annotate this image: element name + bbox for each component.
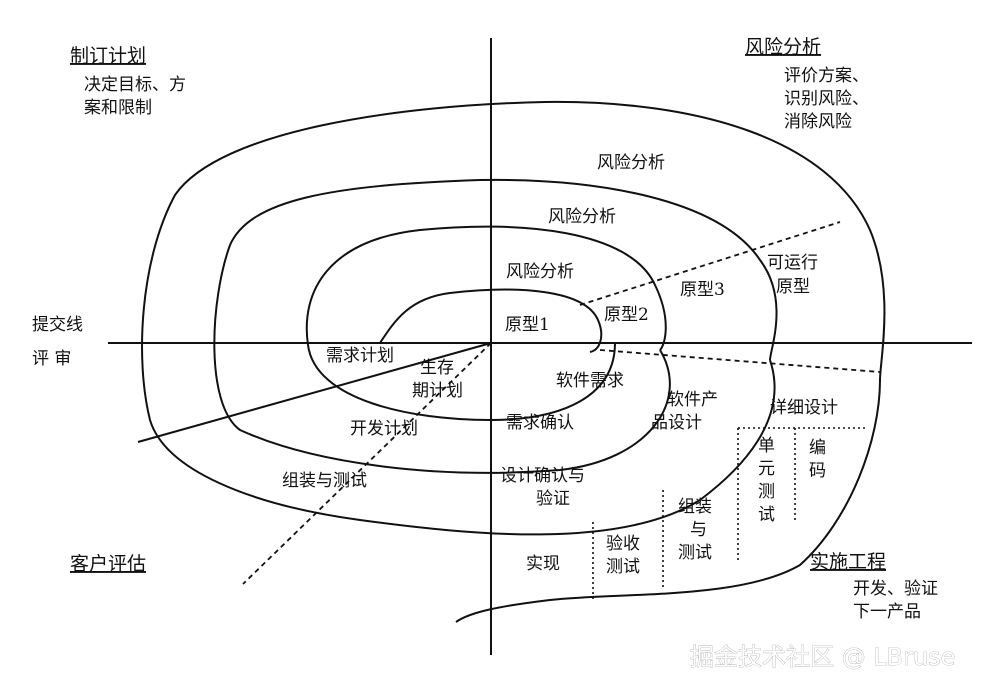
engineering-desc-2: 下一产品: [853, 602, 921, 622]
risk-loop-label-middle: 风险分析: [548, 207, 616, 227]
requirements-plan-label: 需求计划: [326, 346, 394, 366]
design-verify-label-1: 设计确认与: [500, 466, 585, 486]
unit-test-label-2: 元: [758, 459, 775, 479]
lifecycle-plan-label-1: 生存: [420, 358, 454, 378]
risk-desc-3: 消除风险: [784, 112, 852, 132]
risk-loop-label-inner: 风险分析: [506, 262, 574, 282]
engineering-desc-1: 开发、验证: [853, 579, 938, 599]
risk-title: 风险分析: [745, 36, 821, 58]
risk-loop-label-outer: 风险分析: [597, 153, 665, 173]
unit-test-label-1: 单: [758, 436, 775, 456]
coding-label-1: 编: [809, 438, 826, 458]
runnable-prototype-label-1: 可运行: [767, 253, 818, 273]
runnable-prototype-label-2: 原型: [776, 277, 810, 297]
requirements-confirm-label: 需求确认: [506, 413, 574, 433]
prototype-1-label: 原型1: [505, 315, 550, 335]
design-verify-label-2: 验证: [536, 489, 570, 509]
unit-test-label-4: 试: [758, 505, 775, 525]
plan-desc-1: 决定目标、方: [84, 75, 186, 95]
dashed-radial-ne: [579, 221, 841, 306]
assembly-test-label-1: 组装: [678, 497, 712, 517]
unit-test-label-3: 测: [758, 482, 775, 502]
spiral-loop-1: [305, 225, 667, 422]
risk-desc-2: 识别风险、: [784, 89, 869, 109]
implement-label: 实现: [526, 554, 560, 574]
lifecycle-plan-label-2: 期计划: [412, 381, 463, 401]
spiral-loop-3: [141, 100, 886, 623]
engineering-title: 实施工程: [810, 551, 886, 573]
prototype-2-label: 原型2: [604, 305, 649, 325]
spiral-loop-2: [213, 178, 778, 474]
acceptance-test-label-1: 验收: [606, 534, 640, 554]
product-design-label-2: 品设计: [651, 413, 702, 433]
review-label: 评 审: [32, 349, 71, 369]
plan-title: 制订计划: [70, 45, 146, 67]
spiral-core: [379, 288, 603, 353]
plan-desc-2: 案和限制: [84, 98, 152, 118]
acceptance-test-label-2: 测试: [606, 557, 640, 577]
customer-title: 客户评估: [70, 553, 146, 575]
dashed-radial-sw: [242, 342, 492, 585]
watermark-text: 掘金技术社区 @ LBruse: [690, 643, 955, 671]
submit-line-label: 提交线: [32, 315, 83, 335]
coding-label-2: 码: [809, 461, 826, 481]
product-design-label-1: 软件产: [667, 390, 718, 410]
detail-design-label: 详细设计: [770, 398, 838, 418]
development-plan-label: 开发计划: [350, 419, 418, 439]
dashed-radial-e: [599, 349, 881, 373]
assembly-test-plan-label: 组装与测试: [282, 471, 367, 491]
software-requirements-label: 软件需求: [556, 371, 624, 391]
assembly-test-label-3: 测试: [678, 543, 712, 563]
assembly-test-label-2: 与: [690, 520, 707, 540]
risk-desc-1: 评价方案、: [784, 66, 869, 86]
submit-line: [137, 342, 492, 443]
prototype-3-label: 原型3: [680, 280, 725, 300]
